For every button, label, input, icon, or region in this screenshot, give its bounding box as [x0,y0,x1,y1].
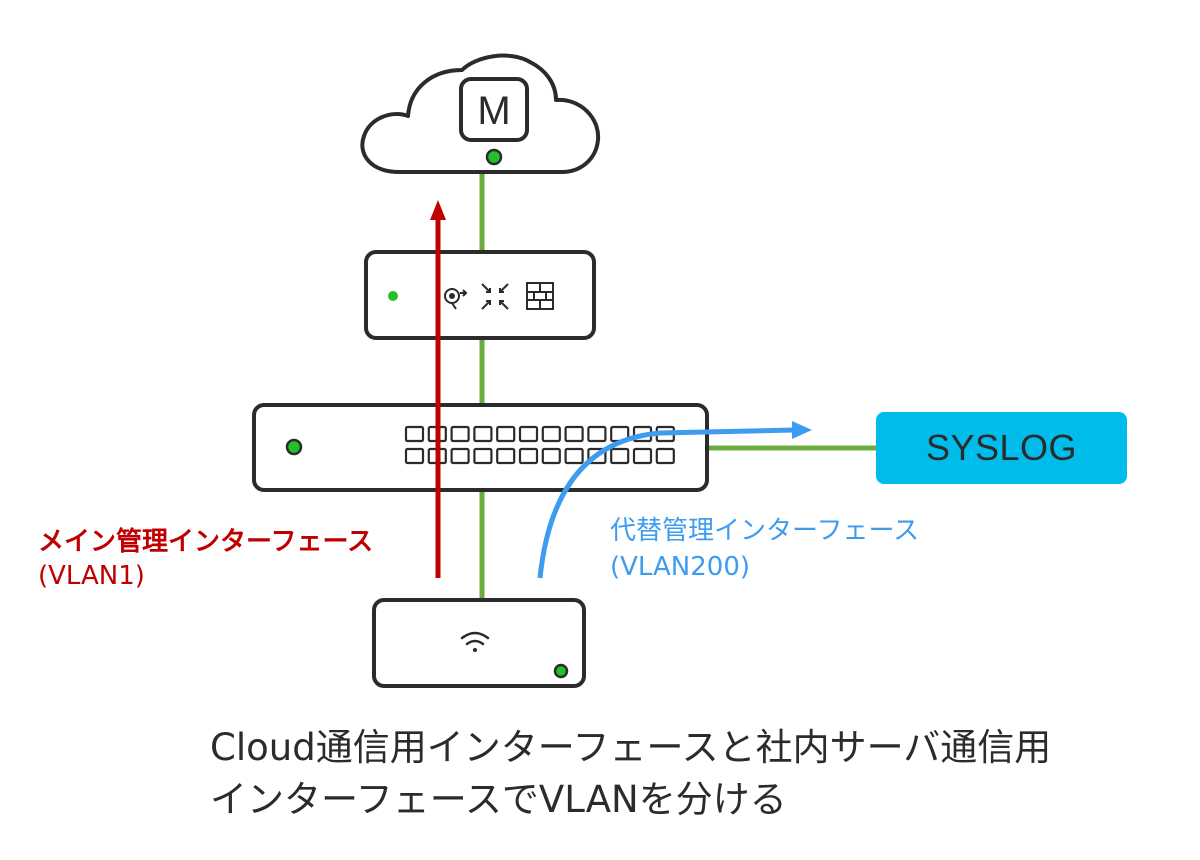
switch-port [632,447,653,465]
switch-body [252,403,709,492]
switch-port [496,447,516,465]
cloud: M [360,53,601,174]
main-interface-title: メイン管理インターフェース [38,527,374,557]
collapse-arrows-icon [481,283,509,310]
wifi-icon [460,631,490,652]
green-links [479,172,878,600]
alt-interface-arrow [537,421,812,579]
switch-port [518,425,539,443]
switch-port [404,425,425,443]
switch-port [587,425,607,443]
access-point [372,598,586,688]
main-interface-label: メイン管理インターフェース (VLAN1) [38,525,373,593]
meraki-logo-letter: M [477,89,510,133]
syslog-label: SYSLOG [925,427,1078,468]
switch-port [496,425,516,443]
switch-port [610,447,630,465]
switch-port [473,425,493,443]
main-interface-arrow [430,200,446,578]
switch-port [518,447,539,465]
cloud-status-led [485,148,503,166]
switch-port [450,447,470,465]
main-interface-vlan: (VLAN1) [38,561,145,591]
switch-port [541,447,561,465]
caption: Cloud通信用インターフェースと社内サーバ通信用 インターフェースでVLANを… [210,722,1051,826]
alt-interface-vlan: (VLAN200) [610,552,751,582]
syslog-server: SYSLOG [876,412,1127,484]
alt-interface-title: 代替管理インターフェース [610,516,920,546]
switch-port [564,425,584,443]
caption-line-2: インターフェースでVLANを分ける [210,778,787,821]
switch-port [655,447,675,465]
meraki-logo-icon [459,77,529,142]
switch-status-led [285,438,303,456]
switch-port [473,447,493,465]
switch-port [450,425,470,443]
firewall-icon [526,282,554,310]
switch-port [541,425,561,443]
alt-interface-label: 代替管理インターフェース (VLAN200) [610,513,919,585]
caption-line-1: Cloud通信用インターフェースと社内サーバ通信用 [210,726,1052,769]
vpn-icon [444,288,468,310]
switch-port [564,447,584,465]
ap-status-led [553,663,569,679]
switch [252,403,709,492]
security-status-led [388,291,398,301]
switch-port [404,447,425,465]
security-appliance-body [364,250,596,340]
security-appliance [364,250,596,340]
